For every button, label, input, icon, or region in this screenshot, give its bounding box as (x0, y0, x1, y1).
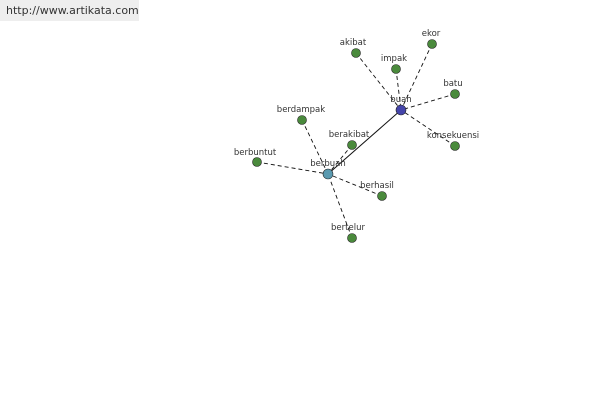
header-bar: http://www.artikata.com (0, 0, 139, 21)
graph-edges (256, 43, 456, 239)
node-berbuah[interactable] (322, 168, 334, 180)
node-ekor[interactable] (427, 39, 437, 49)
label-berbuah: berbuah (310, 159, 346, 169)
edge-akibat-buah (355, 52, 402, 111)
node-berbuntut[interactable] (252, 157, 262, 167)
edge-berdampak-berbuah (301, 119, 329, 175)
site-link[interactable]: http://www.artikata.com (6, 4, 139, 17)
graph-labels: akibat impak ekor batu konsekuensi berdampak b… (234, 29, 479, 233)
graph-nodes (252, 39, 460, 243)
node-bertelur[interactable] (347, 233, 357, 243)
node-batu[interactable] (450, 89, 460, 99)
node-konsekuensi[interactable] (450, 141, 460, 151)
edge-berhasil-berbuah (327, 173, 383, 197)
label-ekor: ekor (422, 29, 441, 39)
node-berdampak[interactable] (297, 115, 307, 125)
label-konsekuensi: konsekuensi (427, 131, 479, 141)
node-berhasil[interactable] (377, 191, 387, 201)
edge-bertelur-berbuah (327, 173, 353, 239)
label-berakibat: berakibat (329, 130, 370, 140)
label-akibat: akibat (340, 38, 367, 48)
edge-berakibat-berbuah (327, 144, 353, 175)
label-buah: buah (390, 95, 411, 105)
edge-berbuntut-berbuah (256, 161, 329, 175)
edge-konsekuensi-buah (400, 109, 456, 147)
edge-ekor-buah (400, 43, 433, 111)
edge-batu-buah (400, 93, 456, 111)
label-berdampak: berdampak (277, 105, 325, 115)
label-batu: batu (443, 79, 462, 89)
label-bertelur: bertelur (331, 223, 365, 233)
edge-buah-berbuah (327, 109, 402, 175)
label-berbuntut: berbuntut (234, 148, 277, 158)
label-impak: impak (381, 54, 407, 64)
node-berakibat[interactable] (347, 140, 357, 150)
node-buah[interactable] (395, 104, 407, 116)
node-impak[interactable] (391, 64, 401, 74)
label-berhasil: berhasil (360, 181, 394, 191)
node-akibat[interactable] (351, 48, 361, 58)
